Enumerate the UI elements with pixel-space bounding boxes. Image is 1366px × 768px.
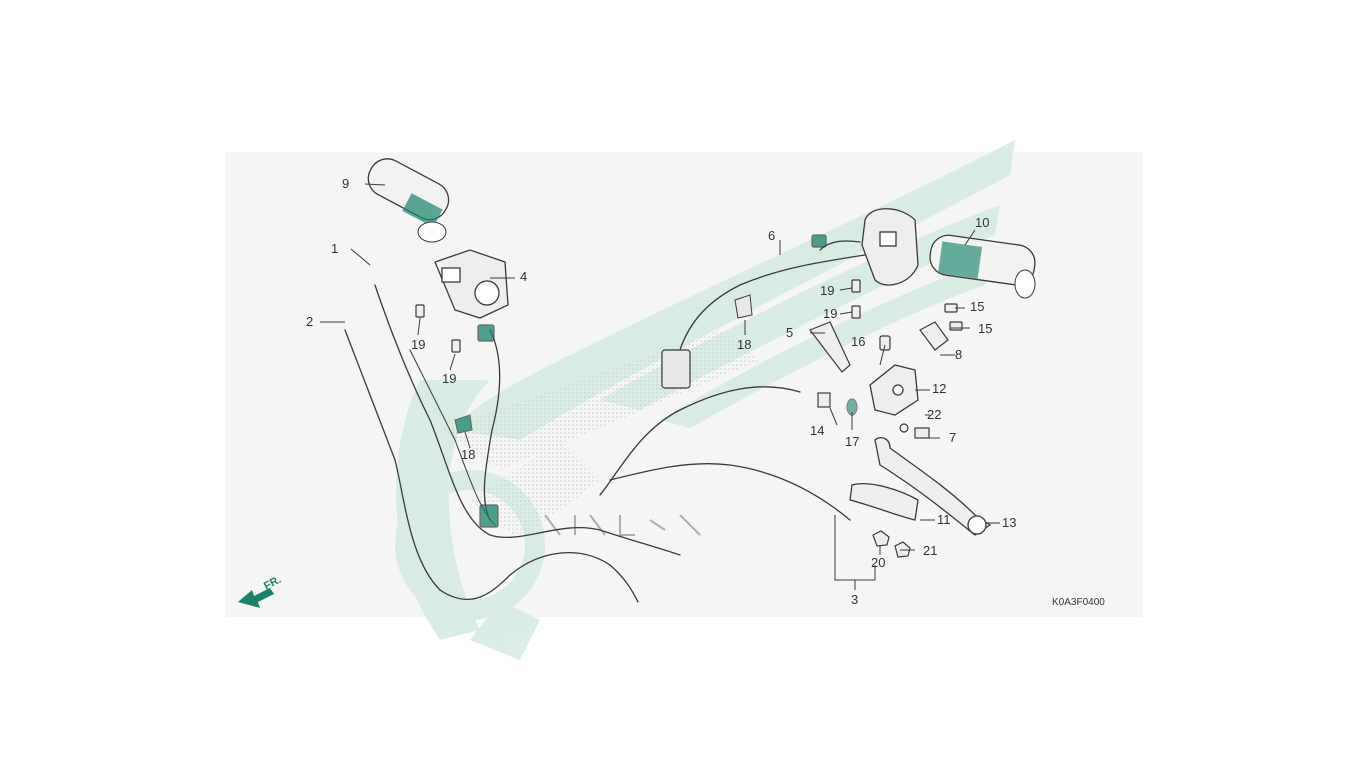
- dot-shading: [470, 440, 600, 540]
- clutch-cable: [599, 386, 801, 496]
- callout-21: 21: [923, 543, 938, 558]
- callout-16: 16: [851, 334, 866, 349]
- callout-19d: 19: [823, 306, 838, 321]
- clutch-lever-drawing: [874, 437, 992, 536]
- front-direction-arrow: [238, 588, 274, 608]
- callout-7: 7: [949, 430, 957, 445]
- connector-drawing: [661, 349, 691, 389]
- callout-12: 12: [932, 381, 947, 396]
- callout-2: 2: [306, 314, 314, 329]
- lever-cover-drawing: [849, 483, 919, 521]
- left-grip-drawing: [367, 158, 450, 243]
- callout-19c: 19: [820, 283, 835, 298]
- left-switch-housing-drawing: [434, 249, 509, 319]
- leader-lines: [320, 183, 1000, 590]
- right-switch-housing-drawing: [861, 208, 919, 286]
- clip-drawing: [734, 294, 753, 319]
- callout-13: 13: [1002, 515, 1017, 530]
- honda-logo-watermark: [544, 514, 701, 536]
- callout-14: 14: [810, 423, 825, 438]
- throttle-cable-inner: [344, 329, 639, 603]
- left-switch-wire: [483, 329, 501, 521]
- callout-1: 1: [331, 241, 339, 256]
- small-parts-drawing: [415, 279, 963, 558]
- callout-11: 11: [937, 512, 951, 527]
- connector-drawing: [479, 504, 499, 528]
- callout-17: 17: [845, 434, 860, 449]
- throttle-cable-outer: [374, 284, 681, 556]
- callout-6: 6: [768, 228, 776, 243]
- callout-3: 3: [851, 592, 859, 607]
- clutch-cable-2: [609, 463, 851, 521]
- callout-4: 4: [520, 269, 528, 284]
- callout-8: 8: [955, 347, 963, 362]
- right-switch-wire: [679, 254, 866, 351]
- callout-15b: 15: [978, 321, 993, 336]
- callout-10: 10: [975, 215, 990, 230]
- callout-19a: 19: [411, 337, 426, 352]
- clutch-bracket-drawing: [869, 364, 919, 416]
- callout-9: 9: [342, 176, 350, 191]
- callout-20: 20: [871, 555, 886, 570]
- callout-19b: 19: [442, 371, 457, 386]
- callout-15a: 15: [970, 299, 985, 314]
- callout-22: 22: [927, 407, 942, 422]
- callout-5: 5: [786, 325, 794, 340]
- clip-drawing: [454, 414, 473, 434]
- callout-18b: 18: [461, 447, 476, 462]
- connector-drawing: [811, 234, 827, 248]
- connector-drawing: [477, 324, 495, 342]
- callout-18a: 18: [737, 337, 752, 352]
- diagram-reference-code: K0A3F0400: [1052, 597, 1105, 608]
- right-grip-drawing: [929, 234, 1036, 299]
